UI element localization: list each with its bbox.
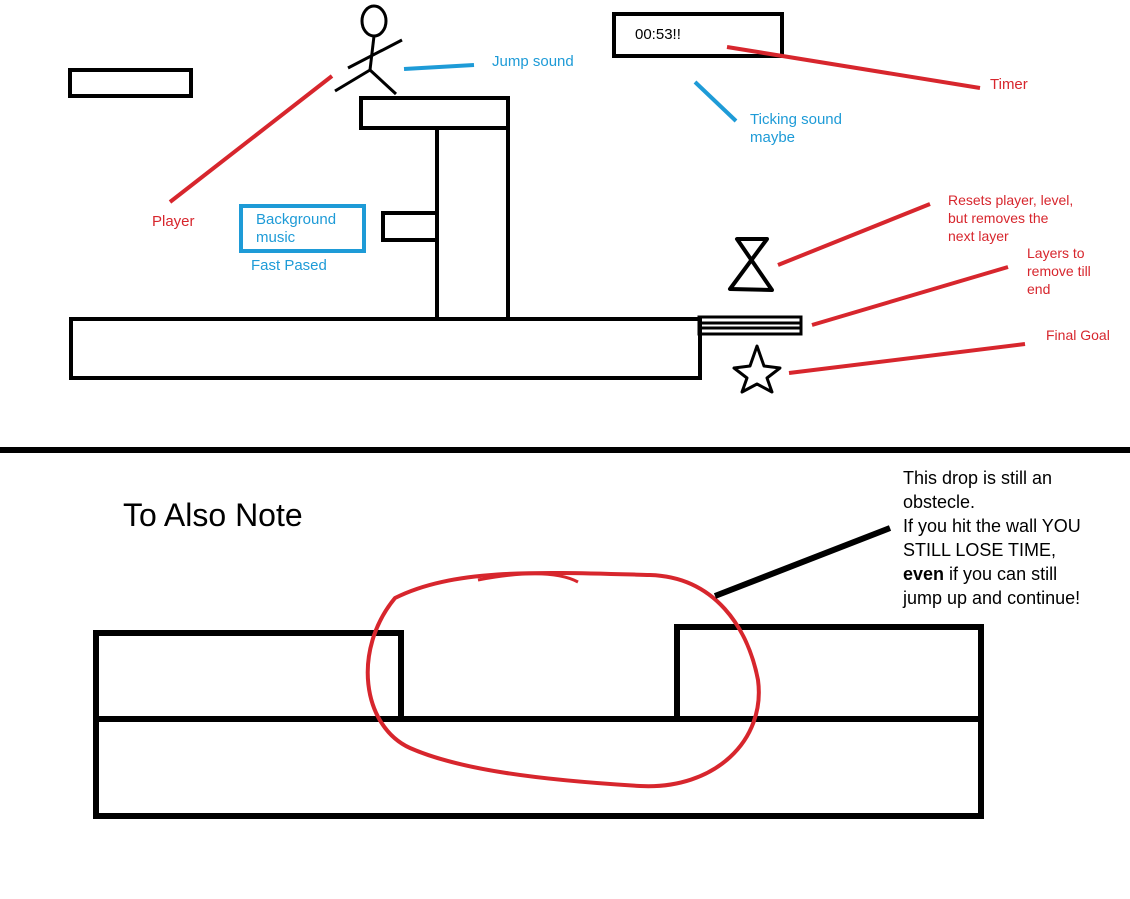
player-figure xyxy=(334,4,403,96)
drop-note-pointer xyxy=(713,525,892,599)
timer-box xyxy=(612,12,784,58)
resets-pointer xyxy=(777,202,931,267)
background-music-box xyxy=(239,204,366,253)
background-music-label: Background music xyxy=(256,211,337,246)
ticking-sound-label: Ticking sound maybe xyxy=(750,111,842,146)
ticking-sound-pointer xyxy=(693,80,738,123)
ground-platform xyxy=(69,317,702,380)
layers-label: Layers to remove till end xyxy=(1027,245,1091,297)
player-pointer xyxy=(168,74,334,204)
hourglass-label: Resets player, level, but removes the ne… xyxy=(948,192,1074,244)
layers-pointer xyxy=(811,265,1009,327)
bottom-ground xyxy=(93,716,984,819)
floating-platform xyxy=(68,68,193,98)
timer-label: Timer xyxy=(990,76,1028,93)
layers-icon xyxy=(697,315,803,336)
drop-highlight-circle xyxy=(365,570,761,789)
fast-paced-label: Fast Pased xyxy=(251,257,327,274)
drop-note-bold: even xyxy=(903,564,945,584)
left-block xyxy=(93,630,404,722)
pillar-top-ledge xyxy=(359,96,510,130)
player-label: Player xyxy=(152,213,195,230)
jump-sound-pointer xyxy=(403,63,475,71)
timer-pointer xyxy=(726,45,981,90)
timer-value: 00:53!! xyxy=(635,26,681,43)
final-goal-pointer xyxy=(788,342,1026,375)
drop-note: This drop is still an obstecle. If you h… xyxy=(903,466,1081,610)
drop-highlight-stroke xyxy=(477,572,579,584)
right-block xyxy=(674,624,984,722)
final-goal-label: Final Goal xyxy=(1046,327,1110,343)
drop-note-text-2: if you can still jump up and continue! xyxy=(903,564,1081,608)
pillar xyxy=(435,126,510,321)
pillar-side-ledge xyxy=(381,211,439,242)
jump-sound-label: Jump sound xyxy=(492,53,574,70)
hourglass-icon xyxy=(728,237,774,292)
star-icon xyxy=(732,344,782,394)
note-title: To Also Note xyxy=(123,497,303,533)
drop-note-text-1: This drop is still an obstecle. If you h… xyxy=(903,468,1081,560)
